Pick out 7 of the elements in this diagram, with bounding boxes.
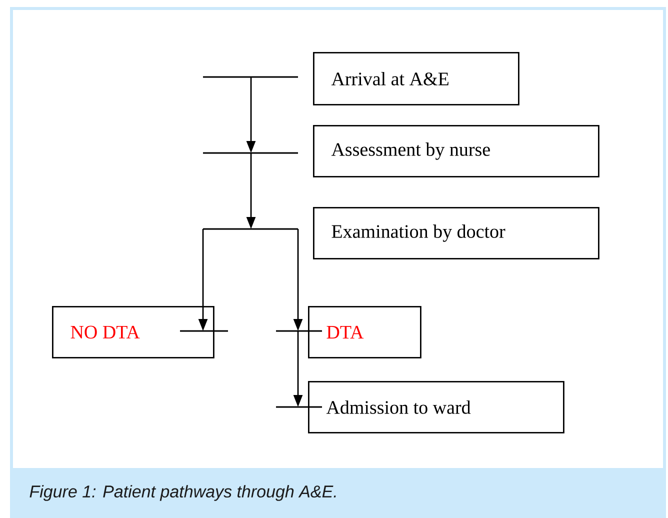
process-box: DTA <box>308 306 422 358</box>
caption-band: Figure 1: Patient pathways through A&E. <box>10 468 666 518</box>
process-box: Examination by doctor <box>313 207 600 260</box>
process-box: Admission to ward <box>308 381 564 434</box>
process-box: NO DTA <box>52 306 214 358</box>
process-box: Assessment by nurse <box>313 125 600 178</box>
process-box: Arrival at A&E <box>313 52 520 106</box>
